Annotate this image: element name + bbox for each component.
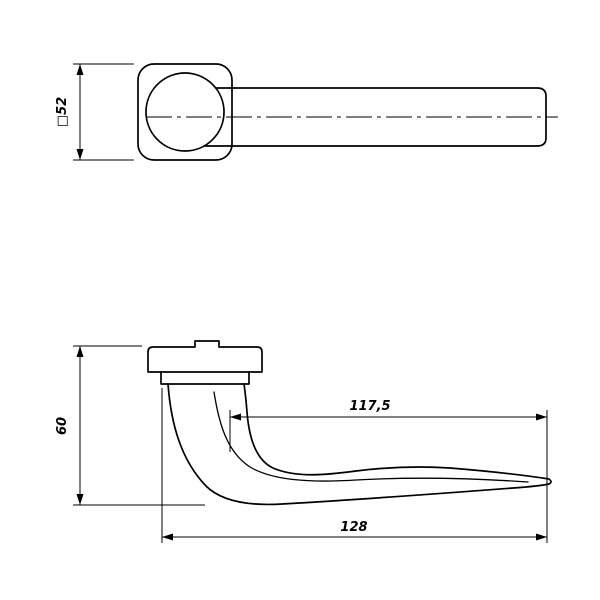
side-rose-collar xyxy=(160,371,250,385)
dimension-label-rose-square: □52 xyxy=(55,97,70,127)
arrowhead-icon xyxy=(536,533,547,541)
dimension-label-height: 60 xyxy=(55,417,70,435)
arrowhead-icon xyxy=(536,413,547,421)
arrowhead-icon xyxy=(76,149,84,160)
front-view xyxy=(137,63,558,161)
side-lever-inner-edge xyxy=(213,391,529,483)
arrowhead-icon xyxy=(76,346,84,357)
dimension-label-overall-length: 128 xyxy=(340,520,367,535)
front-rose-square xyxy=(137,63,233,161)
front-neck-circle xyxy=(145,72,225,152)
arrowhead-icon xyxy=(230,413,241,421)
arrowhead-icon xyxy=(162,533,173,541)
dimension-label-lever-reach: 117,5 xyxy=(349,399,390,414)
front-lever-bar xyxy=(203,87,547,147)
side-lever-outline xyxy=(167,383,552,506)
arrowhead-icon xyxy=(76,494,84,505)
side-rose-plate xyxy=(147,340,263,373)
side-view xyxy=(147,340,552,506)
dimension-lever-reach: 117,5 xyxy=(229,399,548,543)
arrowhead-icon xyxy=(76,64,84,75)
dimension-height: 60 xyxy=(55,345,205,506)
dimension-overall-length: 128 xyxy=(161,388,547,543)
dimension-rose-square: □52 xyxy=(55,63,134,161)
